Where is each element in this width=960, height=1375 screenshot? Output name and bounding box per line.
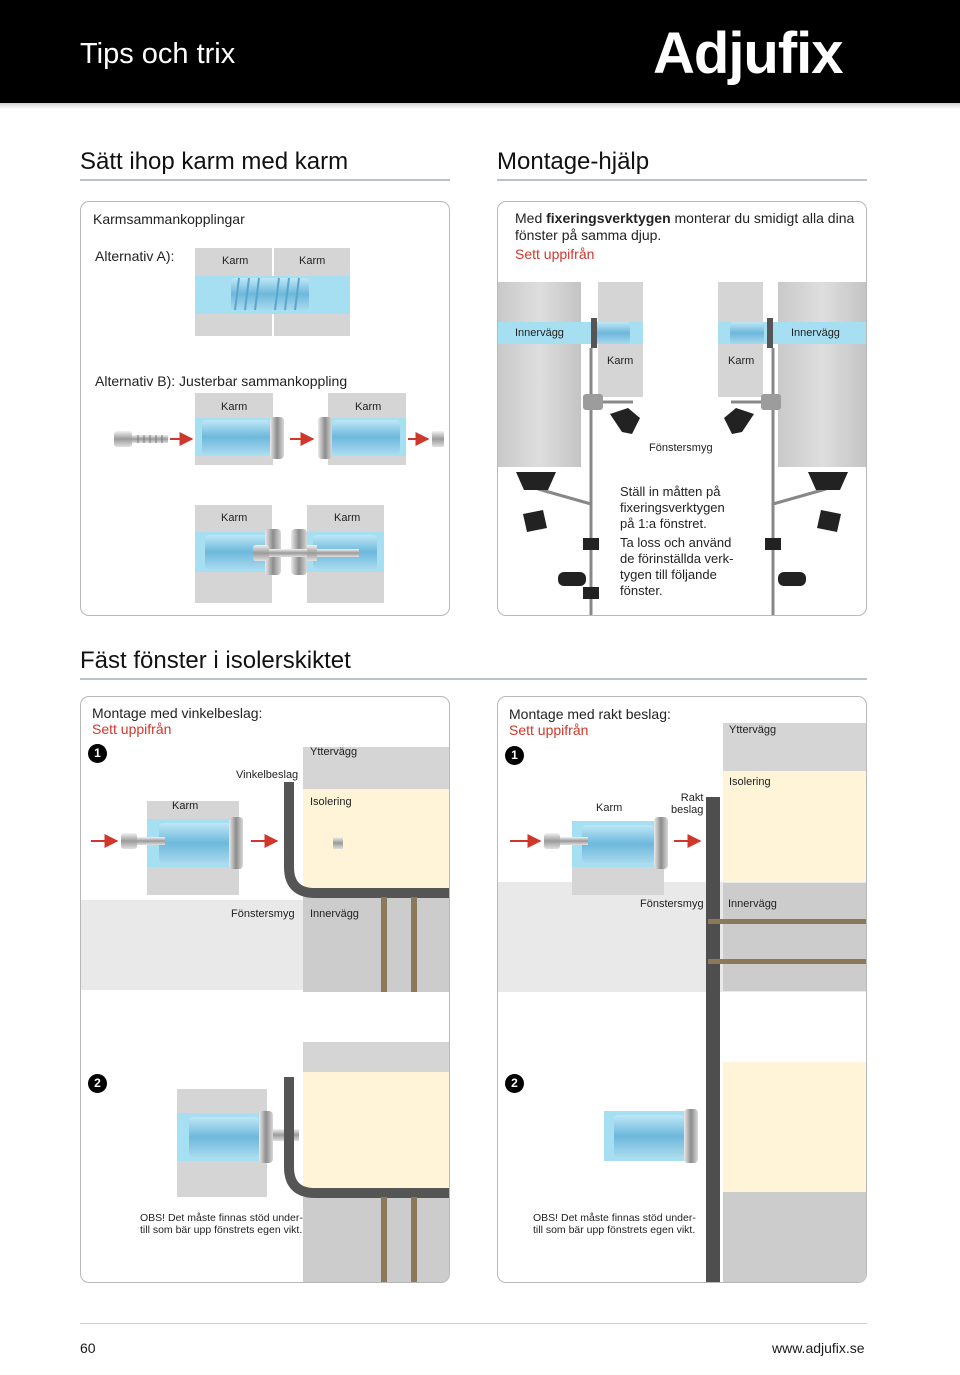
label-line: beslag bbox=[671, 804, 704, 816]
vinkelbeslag-heading: Montage med vinkelbeslag: bbox=[92, 705, 263, 721]
karm-label: Karm bbox=[299, 255, 326, 267]
view-label: Sett uppifrån bbox=[92, 721, 172, 737]
innervagg-label: Innervägg bbox=[728, 898, 777, 910]
karm-label: Karm bbox=[355, 401, 382, 413]
innervagg-label: Innervägg bbox=[515, 327, 564, 339]
panel-vinkelbeslag bbox=[80, 696, 450, 1283]
obs-note: OBS! Det måste finnas stöd under- till s… bbox=[533, 1212, 696, 1236]
yttervagg-label: Yttervägg bbox=[729, 724, 777, 736]
karm-label: Karm bbox=[607, 355, 634, 367]
section-rule bbox=[80, 179, 450, 181]
karm-label: Karm bbox=[172, 800, 199, 812]
intro-text: monterar du smidigt alla dina fönster på… bbox=[515, 210, 855, 243]
instruction-line: Ta loss och använd bbox=[620, 535, 732, 550]
intro-text: Med bbox=[515, 210, 543, 226]
isolering-label: Isolering bbox=[310, 796, 352, 808]
karm-label: Karm bbox=[596, 802, 623, 814]
innervagg-label: Innervägg bbox=[310, 908, 359, 920]
karm-label: Karm bbox=[728, 355, 755, 367]
alt-b-label: Alternativ B): Justerbar sammankoppling bbox=[95, 373, 348, 389]
note-line: OBS! Det måste finnas stöd under- bbox=[140, 1212, 303, 1224]
alt-b-exploded-illustration bbox=[114, 393, 444, 465]
step-2-badge: 2 bbox=[505, 1074, 524, 1093]
yttervagg-label: Yttervägg bbox=[310, 746, 358, 758]
instruction-line: de förinställda verk- bbox=[620, 551, 734, 566]
footer-url[interactable]: www.adjufix.se bbox=[772, 1340, 865, 1356]
isolering-label: Isolering bbox=[729, 776, 771, 788]
instruction-line: fönster. bbox=[620, 583, 663, 598]
note-line: till som bär upp fönstrets egen vikt. bbox=[140, 1224, 303, 1236]
karm-label: Karm bbox=[221, 512, 248, 524]
instruction-line: fixeringsverktygen bbox=[620, 500, 725, 515]
fonstersmyg-label: Fönstersmyg bbox=[640, 898, 704, 910]
view-label: Sett uppifrån bbox=[509, 722, 589, 738]
panel-montage-hjalp bbox=[497, 201, 867, 616]
vinkelbeslag-illustration bbox=[81, 747, 449, 1282]
view-label: Sett uppifrån bbox=[515, 246, 595, 262]
rakt-heading: Montage med rakt beslag: bbox=[509, 706, 671, 722]
label-line: Rakt bbox=[680, 792, 704, 804]
instruction-line: tygen till följande bbox=[620, 567, 717, 582]
step-2-badge: 2 bbox=[88, 1074, 107, 1093]
alt-a-illustration bbox=[195, 248, 350, 336]
fonstersmyg-label: Fönstersmyg bbox=[649, 442, 713, 454]
section-title-isolerskikt: Fäst fönster i isolerskiktet bbox=[80, 647, 351, 674]
panel-rakt-beslag bbox=[497, 696, 867, 1283]
page-header bbox=[0, 0, 960, 103]
rakt-beslag-label: Rakt beslag bbox=[671, 792, 703, 816]
karm-label: Karm bbox=[334, 512, 361, 524]
intro-emphasis: fixeringsverktygen bbox=[546, 210, 671, 226]
obs-note: OBS! Det måste finnas stöd under- till s… bbox=[140, 1212, 303, 1236]
instruction-text: Ställ in måtten på fixeringsverktygen på… bbox=[620, 484, 733, 599]
note-line: OBS! Det måste finnas stöd under- bbox=[533, 1212, 696, 1224]
instruction-line: Ställ in måtten på bbox=[620, 484, 721, 499]
innervagg-label: Innervägg bbox=[791, 327, 840, 339]
fonstersmyg-label: Fönstersmyg bbox=[231, 908, 295, 920]
header-shadow bbox=[0, 103, 960, 109]
section-title-karm: Sätt ihop karm med karm bbox=[80, 148, 349, 175]
section-title-montage-hjalp: Montage-hjälp bbox=[497, 148, 650, 175]
note-line: till som bär upp fönstrets egen vikt. bbox=[533, 1224, 696, 1236]
alt-a-label: Alternativ A): bbox=[95, 248, 175, 264]
step-1-badge: 1 bbox=[505, 746, 524, 765]
alt-b-assembled-illustration bbox=[195, 505, 384, 603]
section-rule bbox=[80, 678, 867, 680]
rakt-beslag-illustration bbox=[498, 723, 866, 1282]
header-title: Tips och trix bbox=[80, 38, 236, 70]
section-rule bbox=[497, 179, 867, 181]
page-number: 60 bbox=[80, 1340, 96, 1356]
step-1-badge: 1 bbox=[88, 744, 107, 763]
karm-label: Karm bbox=[222, 255, 249, 267]
footer-rule bbox=[80, 1323, 867, 1324]
fixing-tool-illustration bbox=[498, 282, 866, 615]
brand-logo: Adjufix bbox=[653, 21, 844, 86]
instruction-line: på 1:a fönstret. bbox=[620, 516, 707, 531]
panel-heading: Karmsammankopplingar bbox=[93, 211, 245, 227]
montage-intro: Med fixeringsverktygen monterar du smidi… bbox=[515, 210, 860, 244]
karm-label: Karm bbox=[221, 401, 248, 413]
vinkelbeslag-label: Vinkelbeslag bbox=[236, 769, 299, 781]
